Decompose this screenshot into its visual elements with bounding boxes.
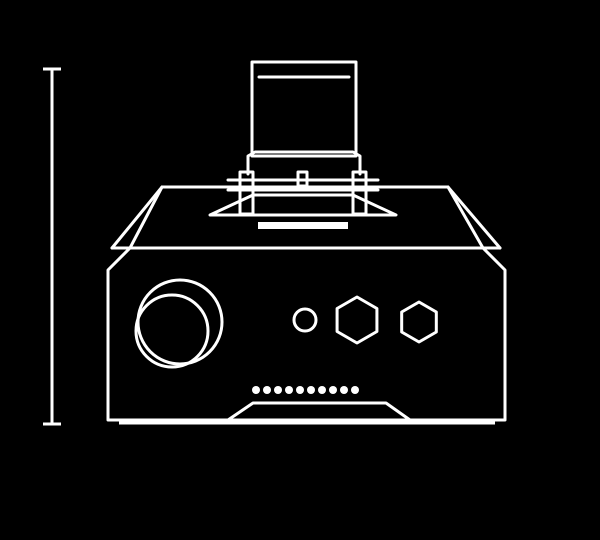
paper-support-base: [246, 150, 362, 176]
hex-button-large[interactable]: [335, 295, 379, 345]
top-panel-right-slope: [446, 185, 502, 250]
scanner-slot: [258, 222, 348, 229]
control-dial-inner[interactable]: [134, 293, 210, 369]
indicator-dot: [318, 386, 326, 394]
indicator-dot: [296, 386, 304, 394]
indicator-dot: [351, 386, 359, 394]
top-panel-left-slope: [110, 185, 164, 250]
indicator-dot: [263, 386, 271, 394]
indicator-dot: [252, 386, 260, 394]
indicator-dot: [329, 386, 337, 394]
front-control-panel-group: [119, 278, 495, 425]
indicator-dot: [274, 386, 282, 394]
hex-button-small[interactable]: [400, 300, 438, 344]
feeder-center-tab: [296, 170, 309, 188]
round-button[interactable]: [292, 307, 318, 333]
dimension-line-group: [43, 67, 61, 426]
output-tray[interactable]: [227, 401, 411, 422]
indicator-dot: [340, 386, 348, 394]
indicator-dot: [285, 386, 293, 394]
indicator-dot: [307, 386, 315, 394]
printer-device-group: [106, 60, 507, 422]
indicator-dot-row: [252, 386, 359, 394]
